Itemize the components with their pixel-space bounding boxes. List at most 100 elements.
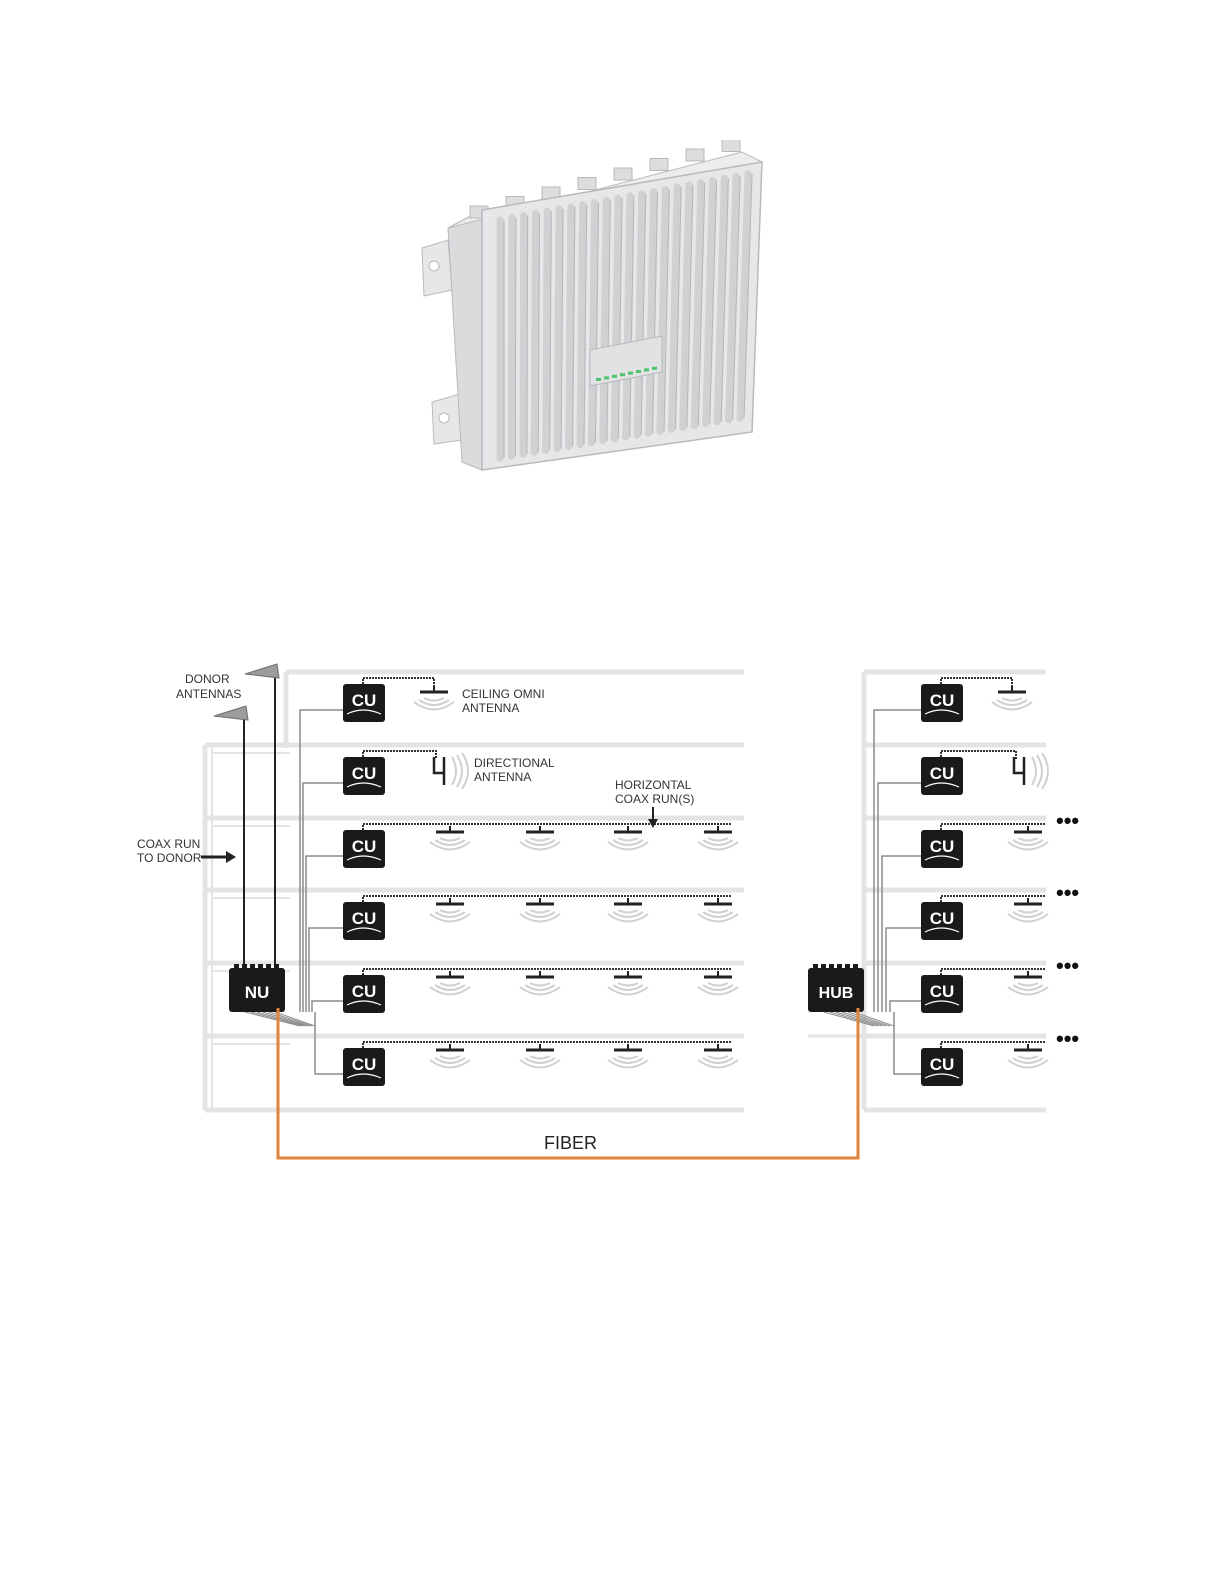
signal-wave [708, 910, 728, 913]
unit-port [258, 964, 263, 969]
coverage-unit-label: CU [930, 1055, 955, 1074]
riser-cable [306, 856, 343, 1012]
status-led [652, 367, 657, 370]
repeater-unit-image [400, 140, 780, 480]
coax-run [363, 824, 732, 830]
cooling-fin [569, 207, 571, 447]
cooling-fin [546, 211, 548, 450]
unit-port [829, 964, 834, 969]
coverage-unit: CU [343, 1048, 385, 1086]
coverage-unit-label: CU [930, 982, 955, 1001]
signal-wave [530, 983, 550, 986]
riser-cable [874, 710, 921, 1012]
continuation-dots: ••• [1056, 808, 1079, 833]
coverage-unit: CU [343, 830, 385, 868]
signal-wave [530, 910, 550, 913]
coax-run [941, 969, 1046, 975]
coverage-unit: CU [921, 975, 963, 1013]
unit-port [234, 964, 239, 969]
top-connector [722, 140, 740, 152]
das-system-diagram: CU CU CU CU CU CU CU CU CU CU CU CU NU HUB FIBER DONO… [0, 640, 1224, 1200]
mounting-hole [439, 413, 449, 423]
status-led [620, 373, 625, 376]
coax-run [363, 896, 732, 902]
continuation-dots: ••• [1056, 1026, 1079, 1051]
status-led [636, 370, 641, 373]
fin-shadow [527, 216, 528, 455]
signal-wave [530, 1056, 550, 1059]
cooling-fin [557, 209, 559, 448]
directional-antenna-label: DIRECTIONAL ANTENNA [474, 756, 558, 784]
cooling-fin [591, 202, 594, 442]
coverage-unit-label: CU [930, 837, 955, 856]
unit-port [250, 964, 255, 969]
unit-port [837, 964, 842, 969]
network-unit-label: NU [245, 983, 270, 1002]
network-unit: NU [229, 964, 285, 1012]
fiber-label: FIBER [544, 1133, 597, 1153]
status-led [596, 378, 601, 381]
coax-run [941, 1042, 1046, 1048]
ceiling-omni-antenna-label: CEILING OMNI ANTENNA [462, 687, 548, 715]
unit-port [853, 964, 858, 969]
signal-wave [1002, 698, 1022, 701]
riser-cable [894, 1012, 921, 1074]
signal-wave [1037, 755, 1042, 787]
continuation-markers: •••••••••••• [1056, 808, 1079, 1051]
signal-wave [1032, 757, 1036, 785]
status-led [604, 376, 609, 379]
cooling-fin [523, 216, 524, 455]
fanout-cable [263, 1012, 309, 1026]
donor-antennas-label: DONOR ANTENNAS [176, 672, 241, 701]
coverage-unit-label: CU [352, 764, 377, 783]
signal-wave [530, 838, 550, 841]
unit-port [813, 964, 818, 969]
signal-wave [1018, 838, 1038, 841]
coverage-unit-label: CU [352, 982, 377, 1001]
donor-antenna-icon [214, 706, 248, 720]
coverage-unit: CU [921, 684, 963, 722]
top-connector [614, 168, 632, 180]
coverage-unit: CU [343, 757, 385, 795]
signal-wave [618, 983, 638, 986]
riser-cable [882, 856, 921, 1012]
building-floors [205, 672, 1046, 1110]
coverage-unit: CU [343, 902, 385, 940]
cooling-fin [603, 200, 606, 441]
hub-unit-label: HUB [819, 985, 854, 1002]
top-connector [650, 159, 668, 171]
coax-run [363, 1042, 732, 1048]
signal-wave [1018, 1056, 1038, 1059]
cooling-fin [626, 196, 630, 437]
riser-cable [309, 928, 343, 1012]
signal-wave [618, 910, 638, 913]
unit-port [821, 964, 826, 969]
signal-wave [452, 757, 456, 785]
signal-wave [618, 838, 638, 841]
continuation-dots: ••• [1056, 953, 1079, 978]
signal-wave [708, 1056, 728, 1059]
cooling-fin [637, 194, 642, 435]
riser-cable [886, 928, 921, 1012]
signal-wave [424, 698, 444, 701]
riser-cable [312, 1001, 343, 1012]
riser-cable [890, 1001, 921, 1012]
cooling-fin [534, 213, 535, 452]
coverage-unit: CU [343, 684, 385, 722]
coax-cables [245, 678, 1046, 1074]
signal-wave [457, 755, 462, 787]
mounting-hole [429, 261, 439, 271]
cooling-fin [580, 205, 583, 445]
hub-unit: HUB [808, 964, 864, 1012]
coverage-unit: CU [921, 757, 963, 795]
cooling-fin [614, 198, 618, 439]
coax-run [363, 969, 732, 975]
coverage-unit-label: CU [930, 909, 955, 928]
coverage-unit-label: CU [352, 837, 377, 856]
coverage-unit: CU [343, 975, 385, 1013]
coverage-unit-label: CU [930, 691, 955, 710]
coverage-unit-label: CU [352, 691, 377, 710]
signal-wave [440, 838, 460, 841]
horizontal-coax-runs-label: HORIZONTAL COAX RUN(S) [615, 778, 694, 806]
unit-port [274, 964, 279, 969]
